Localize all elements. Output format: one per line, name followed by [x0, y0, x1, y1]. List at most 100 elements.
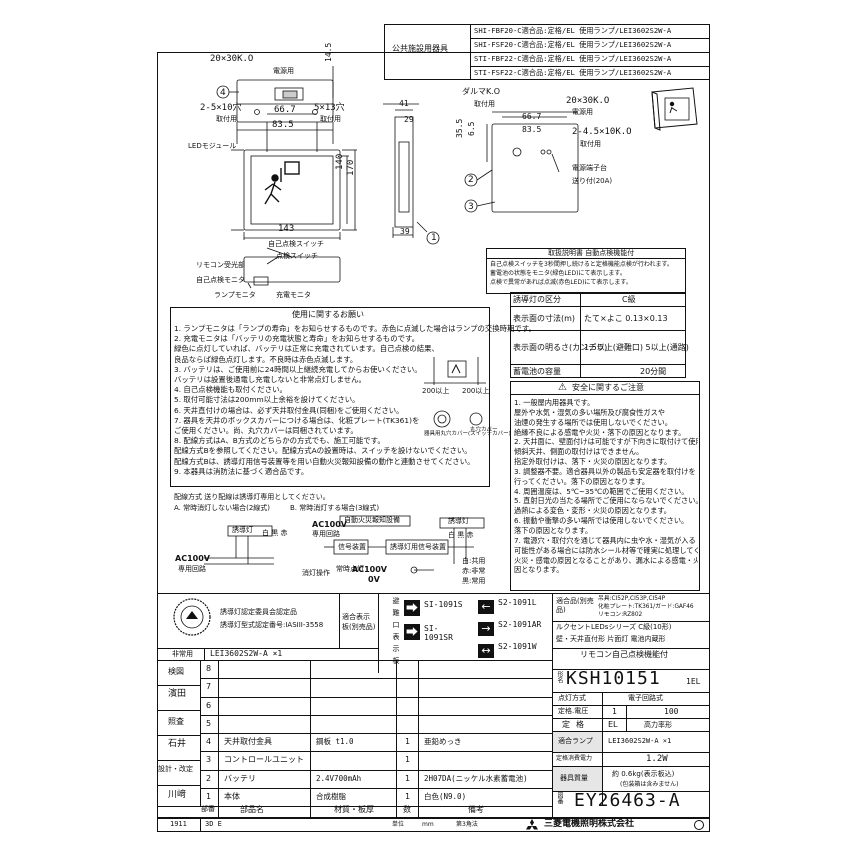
- dim-label: 電源端子台: [572, 164, 607, 172]
- parts-row-note: 亜鉛めっき: [424, 737, 462, 746]
- usage-note: 緑色に点灯していれば、バッテリは正常に充電されています。自己点検の結果、: [174, 344, 439, 354]
- dim-label: 143: [278, 224, 295, 234]
- bottom-label: ランプモニタ: [214, 291, 256, 299]
- dim-label: 6.5: [467, 121, 476, 136]
- right-line: 化粧プレート:TK361/ガード:GAF46: [598, 604, 694, 610]
- normal-on-label: 常時点灯: [336, 565, 364, 573]
- info-title: 取扱説明書 自動点検機能付: [548, 249, 635, 257]
- dim-label: 取付用: [320, 115, 341, 123]
- info-line: 蓄電池の状態をモニタ(緑色LED)にて表示します。: [490, 270, 626, 277]
- usage-note: 3. バッテリは、ご使用前に24時間以上継続充電してからお使いください。: [174, 364, 422, 374]
- right-title: 適合品(別売品): [556, 597, 594, 614]
- dedicated-circuit-label: 専用回路: [178, 565, 206, 573]
- parts-row-no: 1: [206, 791, 212, 801]
- footer-bar: [157, 818, 710, 832]
- unit-value: mm: [422, 821, 434, 828]
- technical-drawing: [216, 66, 698, 289]
- panel-code: S2-1091W: [498, 642, 537, 651]
- parts-row-no: 6: [206, 700, 212, 710]
- date-code: 1911: [170, 820, 187, 828]
- parts-row-no: 2: [206, 773, 212, 783]
- parts-header-name: 部品名: [240, 805, 264, 814]
- usage-note: 5. 取付可能寸法は200mm以上余裕を設けてください。: [174, 395, 360, 405]
- dim-label: 2-5×10穴: [200, 103, 242, 113]
- applicable-panels-label: 適合表示板(別売品): [342, 613, 376, 631]
- zero-v-label: 0V: [368, 575, 380, 584]
- dim-label: 2-4.5×10K.O: [572, 127, 632, 137]
- callout-4: 4: [220, 88, 226, 98]
- signature-role: 検図: [168, 667, 184, 676]
- legend-emergency: 赤:非常: [462, 567, 486, 575]
- panel-code: S2-1091AR: [498, 620, 542, 629]
- parts-row-no: 4: [206, 737, 212, 746]
- round-cover-label: 丸穴カバー: [470, 427, 498, 433]
- spec-value: 1.5以上(避難口) 5以上(通路): [584, 343, 689, 352]
- lamp-off-label: 消灯操作: [302, 569, 330, 577]
- dim-label: 66.7: [522, 112, 542, 121]
- callout-3: 3: [468, 202, 474, 212]
- spec-value: たて×よこ 0.13×0.13: [584, 314, 668, 323]
- dim-label: ダルマK.O: [462, 87, 501, 96]
- rating-value: 高力率形: [644, 721, 672, 729]
- callout-2: 2: [468, 175, 474, 185]
- dim-label: 41: [399, 99, 409, 108]
- series-line2: 壁・天井直付形 片面灯 電池内蔵形: [556, 635, 666, 643]
- info-line: 自己点検スイッチを3秒間押し続けると定格機能点検が行われます。: [490, 261, 673, 268]
- angle-label: 第3角法: [456, 821, 478, 828]
- signature-name: 濱田: [168, 689, 187, 699]
- clearance-label: 200以上: [462, 387, 490, 395]
- exit-right-icon: ⮕: [404, 624, 420, 640]
- usage-title: 使用に関するお願い: [292, 310, 364, 319]
- usage-note: 4. 自己点検機能も取付ください。: [174, 385, 287, 395]
- lamp-value: LEI3602S2W-A ×1: [608, 737, 672, 745]
- model-line: STI-FSF22-C適合品:定格/EL 使用ランプ/LEI3602S2W-A: [474, 68, 672, 77]
- panel-code: SI-1091S: [424, 600, 463, 609]
- legend-normal: 黒:常用: [462, 577, 486, 585]
- usage-note: 9. 本器具は消防法に基づく適合品です。: [174, 466, 309, 476]
- callout-1: 1: [431, 233, 437, 243]
- usage-note: 1. ランプモニタは「ランプの寿命」をお知らせするものです。赤色に点滅した場合は…: [174, 324, 536, 333]
- ac100v-b-label: AC100V: [312, 520, 347, 529]
- signal-device-label: 信号装置: [338, 543, 366, 551]
- drawing-no-label: 図番: [556, 792, 563, 804]
- model-number: KSH10151: [566, 668, 661, 689]
- wiring-a: A. 常時消灯しない場合(2線式): [174, 504, 271, 512]
- signature-role: 照査: [168, 717, 184, 726]
- drawing-number: EY26463-A: [574, 790, 681, 811]
- rating-el: EL: [608, 720, 618, 729]
- panel-code: S2-1091L: [498, 598, 537, 607]
- voltage-value: 100: [664, 707, 679, 716]
- model-line: SHI-FSF20-C適合品:定格/EL 使用ランプ/LEI3602S2W-A: [474, 40, 672, 49]
- weight-note: (包装箱は含みません): [620, 781, 679, 788]
- public-label: 公共施設用器具: [392, 44, 448, 53]
- voltage-num: 1: [612, 707, 617, 716]
- self-check-info-box: [486, 248, 686, 294]
- parts-row-material: 2.4V700mAh: [316, 773, 362, 783]
- usage-note: 配線方式Bを参照してください。配線方式Aの設置時は、スイッチを設けないでください…: [174, 446, 472, 456]
- vertical-text: 避難口表示板: [392, 597, 400, 669]
- spare-label: 非常用: [172, 650, 193, 658]
- spec-label: 蓄電池の容量: [513, 367, 561, 376]
- dim-label: 電源用: [572, 108, 593, 116]
- dim-label: 83.5: [272, 120, 294, 130]
- usage-notes: 1. ランプモニタは「ランプの寿命」をお知らせするものです。赤色に点滅した場合は…: [174, 324, 536, 477]
- ac100v-label: AC100V: [175, 554, 210, 563]
- parts-row-name: 天井取付金具: [224, 737, 272, 746]
- wiring-b: B. 常時消灯する場合(3線式): [290, 504, 380, 512]
- dim-label: 170: [346, 159, 356, 176]
- usage-note: 6. 天井直付けの場合は、必ず天井取付金具(同梱)をご使用ください。: [174, 405, 404, 415]
- usage-note: バッテリは設置後通電し充電しないと非常点灯しません。: [174, 375, 366, 385]
- signature-role: 設計・改定: [158, 765, 193, 773]
- usage-note: ご使用ください。尚、丸穴カバーは同梱されています。: [174, 426, 358, 436]
- parts-header-note: 備考: [468, 805, 484, 814]
- rating-label: 定格: [562, 720, 590, 729]
- model-line: SHI-FBF20-C適合品:定格/EL 使用ランプ/LEI3602S2W-A: [474, 26, 672, 35]
- spec-value: C級: [622, 295, 636, 304]
- usage-note: 8. 配線方式はA、B方式のどちらかの方式でも、施工可能です。: [174, 436, 385, 446]
- parts-row-material: 鋼板 t1.0: [316, 737, 354, 746]
- spec-value: 20分間: [640, 367, 667, 376]
- dim-label: 39: [400, 227, 410, 236]
- wiring-title: 配線方式 送り配線は誘導灯専用としてください。: [174, 493, 330, 501]
- dim-label: 取付用: [216, 115, 237, 123]
- parts-header-material: 材質・板厚: [334, 805, 374, 814]
